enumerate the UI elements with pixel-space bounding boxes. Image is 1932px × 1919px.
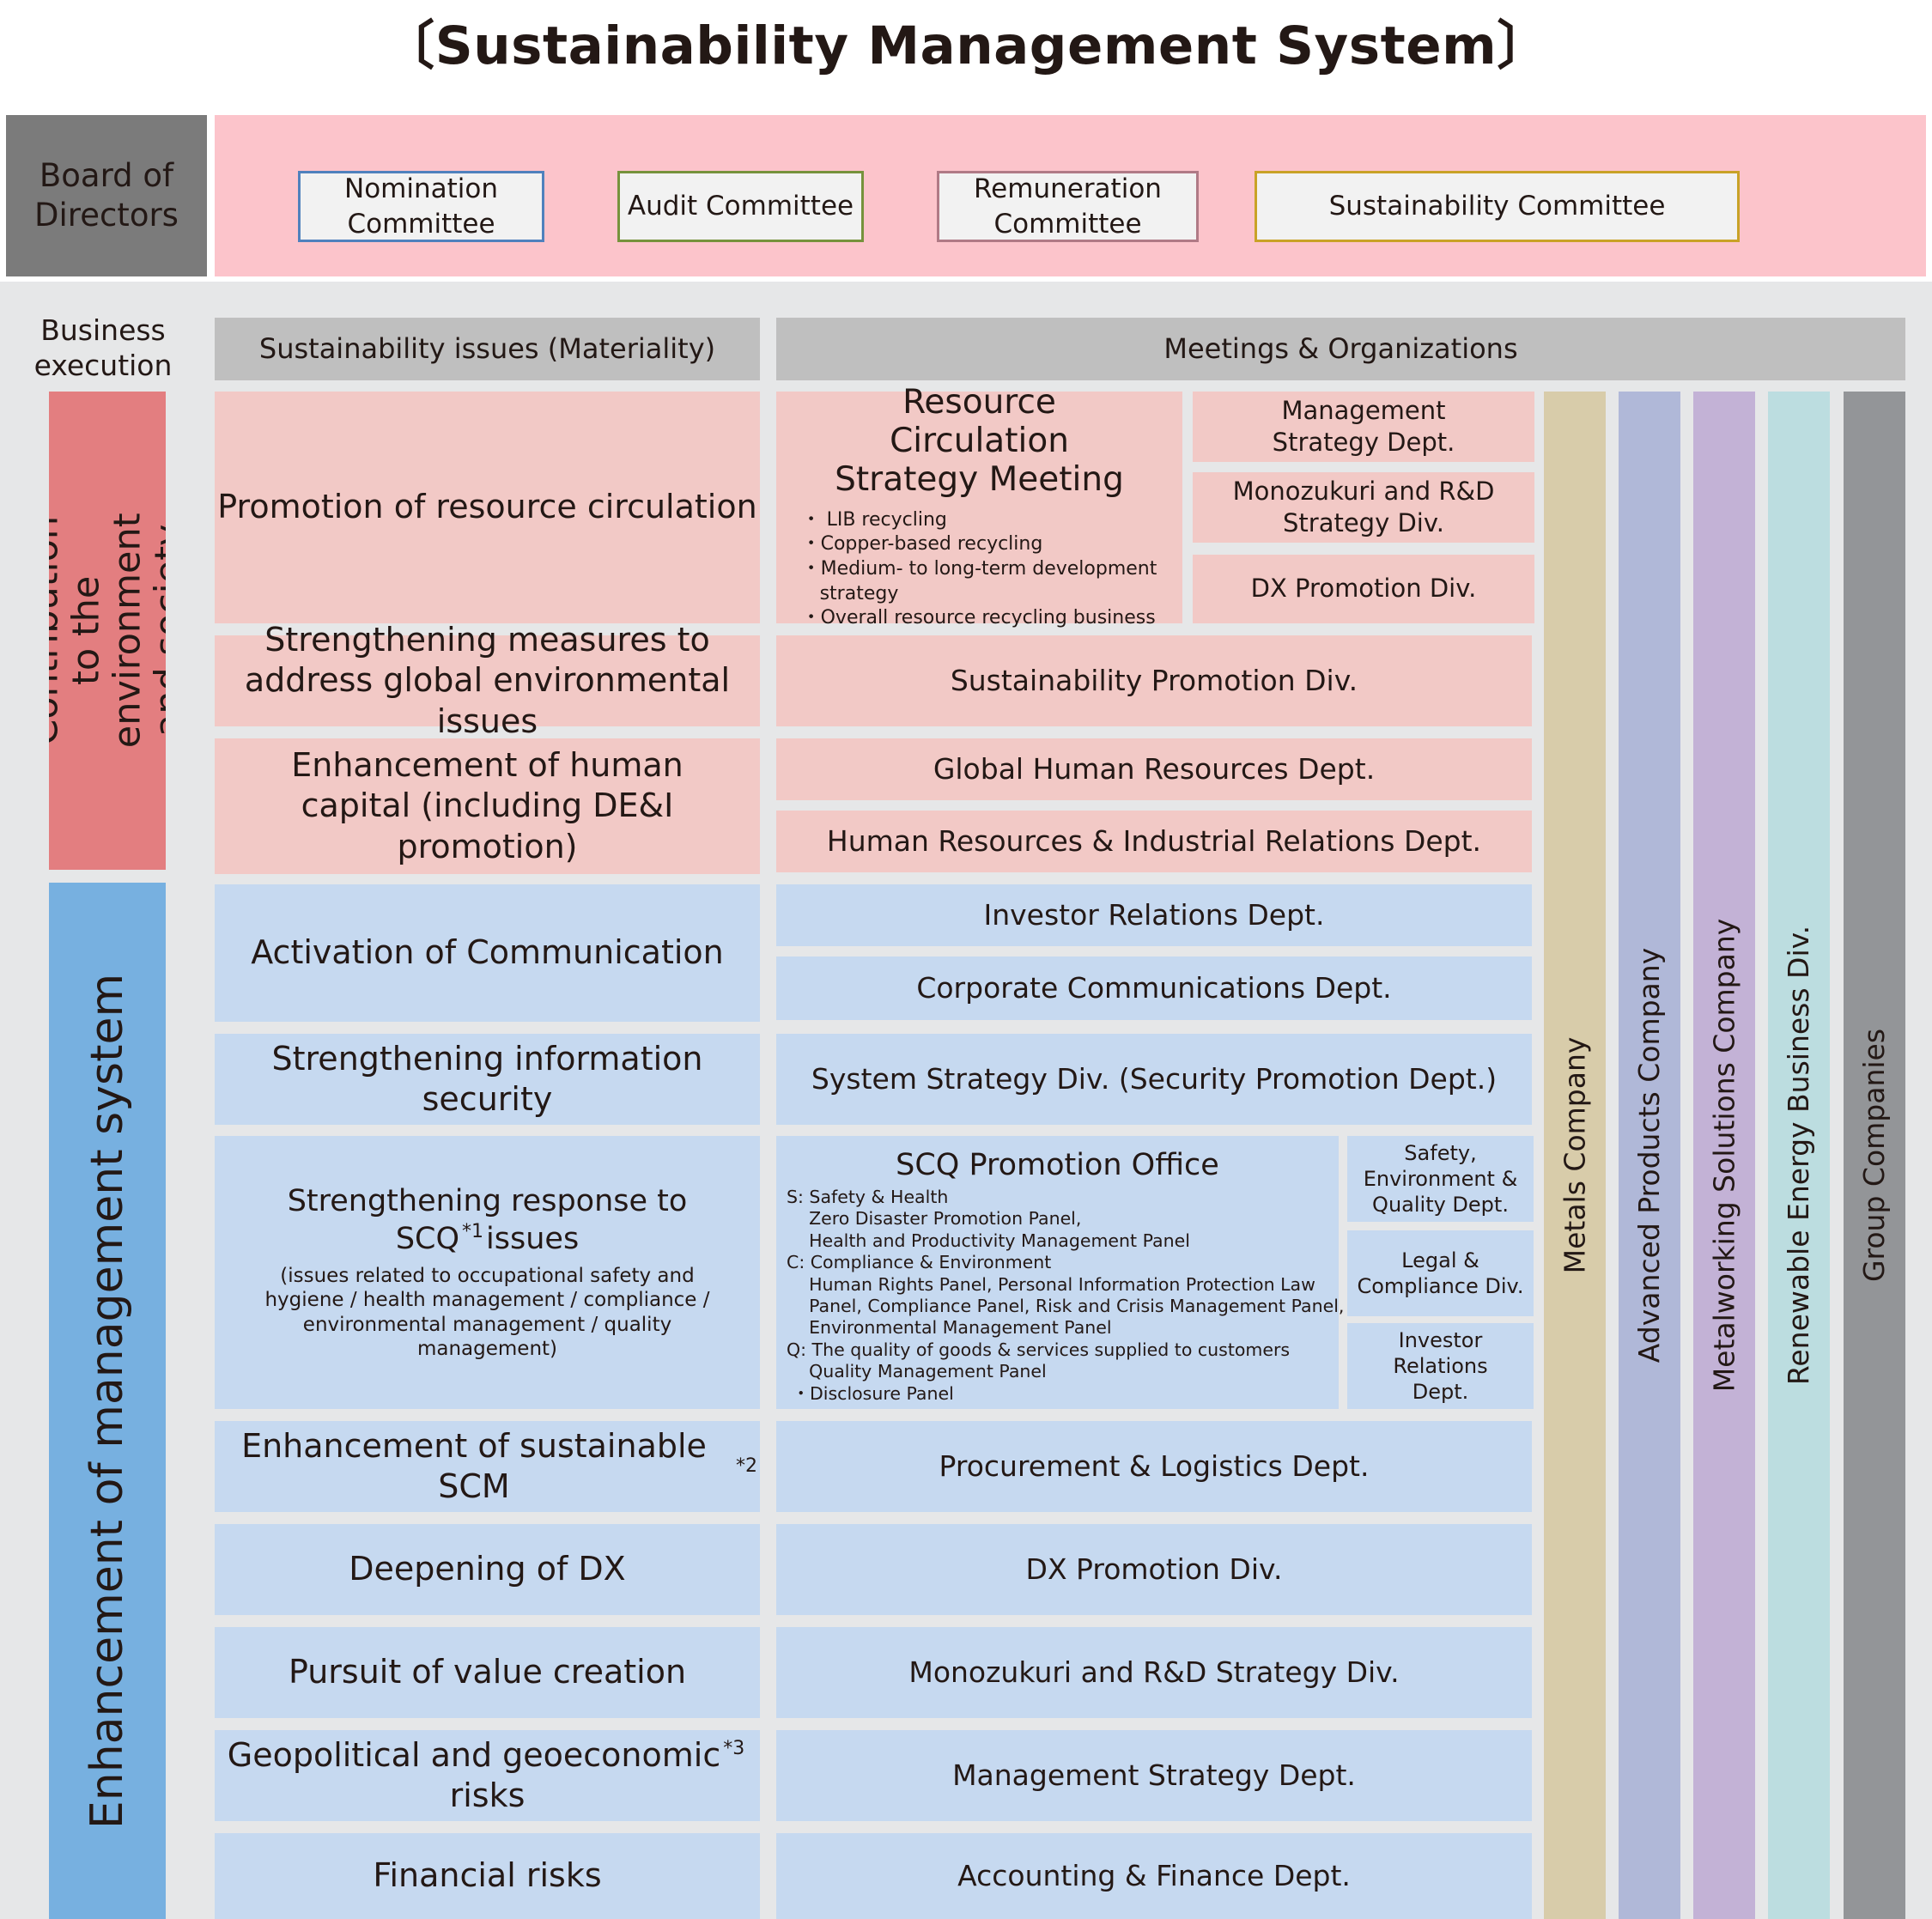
system-strategy-div: System Strategy Div. (Security Promotion… — [776, 1034, 1532, 1125]
category-management-system: Enhancement of management system — [49, 883, 166, 1919]
legal-compliance-div: Legal & Compliance Div. — [1347, 1230, 1534, 1316]
issue-scq-main: Strengthening response to SCQ — [287, 1184, 688, 1256]
management-strategy-dept-bottom: Management Strategy Dept. — [776, 1730, 1532, 1821]
safety-environment-quality-dept: Safety, Environment & Quality Dept. — [1347, 1136, 1534, 1222]
issue-deepening-dx: Deepening of DX — [215, 1524, 760, 1615]
category-management-label: Enhancement of management system — [82, 973, 134, 1829]
company-metals-label: Metals Company — [1558, 1036, 1592, 1274]
company-advanced-products-label: Advanced Products Company — [1632, 947, 1667, 1363]
hr-industrial-relations-dept: Human Resources & Industrial Relations D… — [776, 811, 1532, 872]
monozukuri-rd-strategy-div-bottom: Monozukuri and R&D Strategy Div. — [776, 1627, 1532, 1718]
sustainability-promotion-div: Sustainability Promotion Div. — [776, 635, 1532, 726]
company-renewable-energy-label: Renewable Energy Business Div. — [1782, 925, 1816, 1386]
category-environment-society: Contribution to the environment and soci… — [49, 392, 166, 870]
issue-geopolitical-line2: risks — [449, 1776, 526, 1814]
issue-financial-risks: Financial risks — [215, 1833, 760, 1919]
company-advanced-products: Advanced Products Company — [1619, 392, 1680, 1919]
issue-scq-suffix: issues — [486, 1221, 580, 1256]
monozukuri-rd-strategy-div-top: Monozukuri and R&D Strategy Div. — [1193, 472, 1534, 543]
investor-relations-dept: Investor Relations Dept. — [776, 884, 1532, 946]
company-renewable-energy: Renewable Energy Business Div. — [1768, 392, 1830, 1919]
corporate-communications-dept: Corporate Communications Dept. — [776, 956, 1532, 1020]
company-metalworking-solutions: Metalworking Solutions Company — [1693, 392, 1755, 1919]
footnote-3-marker: *3 — [723, 1737, 745, 1759]
scq-promotion-office: SCQ Promotion Office S: Safety & Health … — [776, 1136, 1345, 1409]
nomination-committee: Nomination Committee — [298, 171, 544, 242]
issue-scq: Strengthening response to SCQ*1issues (i… — [215, 1136, 760, 1409]
issue-value-creation: Pursuit of value creation — [215, 1627, 760, 1718]
page-title: 〔Sustainability Management System〕 — [382, 15, 1550, 76]
rc-item: ・Overall resource recycling business — [801, 607, 1156, 629]
company-group-companies: Group Companies — [1844, 392, 1905, 1919]
scq-promotion-office-title: SCQ Promotion Office — [896, 1148, 1219, 1182]
rc-item: ・Medium- to long-term development — [801, 557, 1157, 580]
rc-item: strategy — [801, 582, 899, 604]
board-committees-area: Nomination Committee Audit Committee Rem… — [215, 115, 1926, 276]
issue-human-capital: Enhancement of human capital (including … — [215, 738, 760, 874]
meetings-organizations-header: Meetings & Organizations — [776, 318, 1905, 380]
issue-scq-note: (issues related to occupational safety a… — [264, 1264, 710, 1361]
dx-promotion-div-bottom: DX Promotion Div. — [776, 1524, 1532, 1615]
issue-sustainable-scm: Enhancement of sustainable SCM*2 — [215, 1421, 760, 1512]
scq-promotion-office-detail: S: Safety & Health Zero Disaster Promoti… — [787, 1187, 1345, 1404]
board-of-directors-label: Board of Directors — [6, 115, 207, 276]
issue-geopolitical-line1: Geopolitical and geoeconomic*3 — [228, 1735, 747, 1776]
resource-circulation-meeting: Resource Circulation Strategy Meeting ・ … — [776, 383, 1182, 629]
rc-item: ・ LIB recycling — [801, 508, 947, 531]
footnote-1-marker: *1 — [462, 1221, 484, 1243]
accounting-finance-dept: Accounting & Finance Dept. — [776, 1833, 1532, 1919]
issue-information-security: Strengthening information security — [215, 1034, 760, 1125]
issue-scm-main: Enhancement of sustainable SCM — [241, 1426, 707, 1506]
resource-circulation-meeting-title: Resource Circulation Strategy Meeting — [835, 383, 1124, 499]
issue-scq-title: Strengthening response to SCQ*1issues — [215, 1183, 760, 1259]
category-environment-label: Contribution to the environment and soci… — [49, 513, 166, 749]
management-strategy-dept-top: Management Strategy Dept. — [1193, 392, 1534, 462]
business-execution-label: Business execution — [33, 313, 173, 382]
sustainability-issues-header: Sustainability issues (Materiality) — [215, 318, 760, 380]
audit-committee: Audit Committee — [617, 171, 864, 242]
remuneration-committee: Remuneration Committee — [937, 171, 1199, 242]
dx-promotion-div-top: DX Promotion Div. — [1193, 555, 1534, 623]
global-human-resources-dept: Global Human Resources Dept. — [776, 738, 1532, 800]
sustainability-committee: Sustainability Committee — [1255, 171, 1740, 242]
company-group-companies-label: Group Companies — [1857, 1028, 1892, 1283]
company-metalworking-solutions-label: Metalworking Solutions Company — [1707, 918, 1741, 1393]
issue-geopolitical-risks: Geopolitical and geoeconomic*3 risks — [215, 1730, 760, 1821]
rc-item: ・Copper-based recycling — [801, 533, 1043, 556]
resource-circulation-meeting-items: ・ LIB recycling ・Copper-based recycling … — [802, 508, 1157, 631]
issue-communication: Activation of Communication — [215, 884, 760, 1022]
issue-resource-circulation: Promotion of resource circulation — [215, 392, 760, 623]
issue-geopolitical-main: Geopolitical and geoeconomic — [227, 1735, 721, 1774]
company-metals: Metals Company — [1544, 392, 1606, 1919]
issue-global-environment: Strengthening measures to address global… — [215, 621, 760, 740]
investor-relations-dept-small: Investor Relations Dept. — [1347, 1323, 1534, 1409]
procurement-logistics-dept: Procurement & Logistics Dept. — [776, 1421, 1532, 1512]
